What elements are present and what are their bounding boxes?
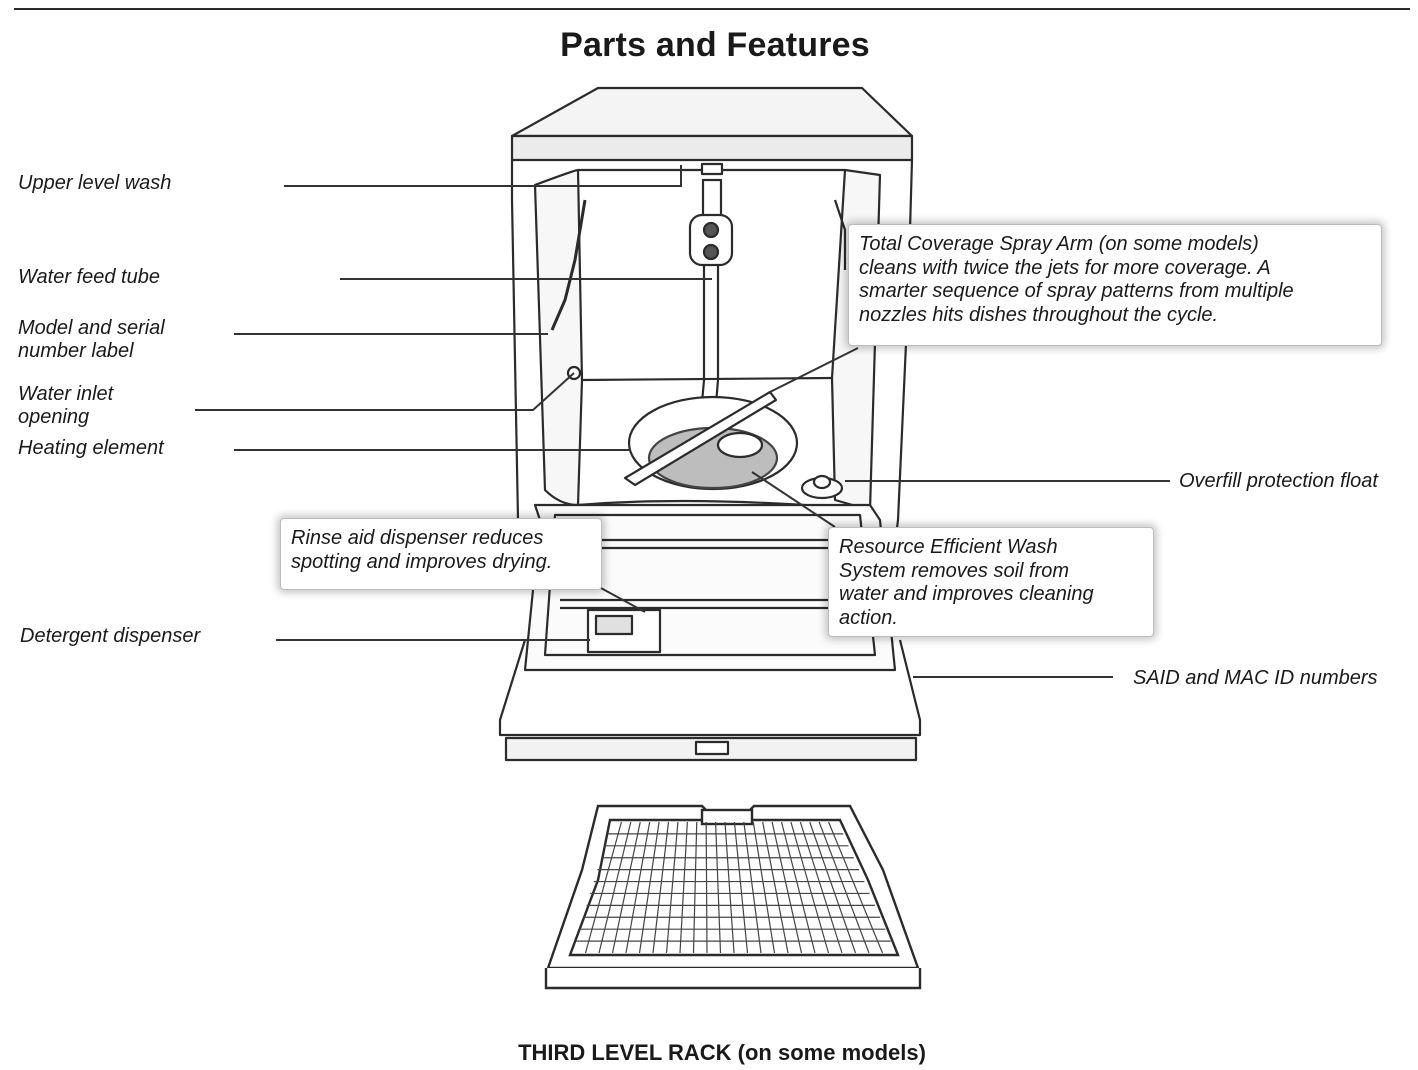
rack-grid-line bbox=[828, 821, 884, 954]
spray-arm bbox=[623, 390, 778, 487]
callout-wash-system: Resource Efficient Wash System removes s… bbox=[828, 527, 1154, 637]
label-water-inlet-line2: opening bbox=[18, 406, 90, 428]
callout-spray-arm-line1: Total Coverage Spray Arm (on some models… bbox=[859, 233, 1259, 255]
leader-wash-system bbox=[751, 471, 836, 528]
rack-grid-line bbox=[799, 821, 843, 954]
label-model-serial-line1: Model and serial bbox=[18, 317, 165, 339]
label-detergent-dispenser: Detergent dispenser bbox=[20, 625, 201, 647]
rack-grid-line bbox=[809, 821, 857, 954]
rack-grid-line bbox=[752, 821, 776, 954]
label-water-feed-tube: Water feed tube bbox=[18, 266, 160, 288]
leader-spray-arm bbox=[769, 347, 859, 393]
page-title: Parts and Features bbox=[560, 26, 870, 64]
rack-grid-line bbox=[638, 821, 660, 954]
rack-grid-line bbox=[679, 821, 688, 954]
label-heating-element: Heating element bbox=[18, 437, 164, 459]
leader-upper-level-wash bbox=[284, 165, 682, 187]
door-latch bbox=[694, 740, 730, 756]
rack-grid-line bbox=[705, 821, 708, 954]
rack-grid-line bbox=[790, 821, 830, 954]
label-model-serial: Model and serial number label bbox=[18, 317, 165, 363]
label-water-inlet-line1: Water inlet bbox=[18, 383, 114, 405]
rack-caption: THIRD LEVEL RACK (on some models) bbox=[518, 1040, 926, 1065]
door-outer bbox=[498, 639, 922, 737]
rack-grid-line bbox=[652, 821, 670, 954]
right-rack-rail bbox=[833, 199, 847, 270]
tub-back-floor bbox=[581, 376, 833, 382]
rack-grid-line bbox=[611, 821, 641, 954]
rack-grid-line bbox=[724, 821, 735, 954]
rack-grid-line bbox=[665, 821, 679, 954]
callout-wash-system-line4: action. bbox=[839, 606, 898, 629]
rack-grid-line bbox=[714, 821, 722, 954]
label-model-serial-line2: number label bbox=[18, 340, 134, 362]
callout-spray-arm-line4: nozzles hits dishes throughout the cycle… bbox=[859, 303, 1219, 326]
door-inner-rim bbox=[543, 513, 877, 657]
tub-inner-left bbox=[533, 168, 584, 507]
rack-grid-line bbox=[598, 821, 632, 954]
callout-spray-arm-line2: cleans with twice the jets for more cove… bbox=[859, 256, 1271, 279]
rack-grid-line bbox=[818, 821, 870, 954]
callout-spray-arm-line3: smarter sequence of spray patterns from … bbox=[859, 280, 1294, 302]
rack-grid-line bbox=[762, 821, 789, 954]
third-level-rack bbox=[544, 804, 922, 990]
callout-wash-system-line3: water and improves cleaning bbox=[839, 583, 1094, 605]
cabinet-top bbox=[510, 86, 914, 138]
cabinet-front-band bbox=[510, 134, 914, 162]
callout-wash-system-line2: System removes soil from bbox=[839, 559, 1070, 582]
callout-rinse-aid: Rinse aid dispenser reduces spotting and… bbox=[280, 518, 602, 590]
callout-rinse-aid-line1: Rinse aid dispenser reduces bbox=[291, 527, 544, 549]
top-divider bbox=[14, 8, 1410, 10]
upper-wash-nozzle bbox=[700, 162, 724, 176]
leader-water-inlet bbox=[195, 372, 575, 411]
rack-grid-line bbox=[584, 821, 622, 954]
label-water-inlet: Water inlet opening bbox=[18, 383, 113, 429]
rack-grid-line bbox=[692, 821, 698, 954]
rack-grid-line bbox=[743, 821, 762, 954]
rack-grid-line bbox=[780, 821, 816, 954]
rack-grid-line bbox=[771, 821, 803, 954]
rack-grid-line bbox=[733, 821, 749, 954]
label-said-mac: SAID and MAC ID numbers bbox=[1133, 667, 1378, 689]
rack-grid bbox=[575, 821, 891, 954]
callout-wash-system-line1: Resource Efficient Wash bbox=[839, 536, 1058, 558]
label-overfill-float: Overfill protection float bbox=[1179, 470, 1378, 492]
rack-grid-line bbox=[625, 821, 651, 954]
feed-tube-body bbox=[688, 213, 734, 267]
label-upper-level-wash: Upper level wash bbox=[18, 172, 172, 194]
callout-spray-arm: Total Coverage Spray Arm (on some models… bbox=[848, 224, 1382, 346]
callout-rinse-aid-line2: spotting and improves drying. bbox=[291, 550, 553, 573]
